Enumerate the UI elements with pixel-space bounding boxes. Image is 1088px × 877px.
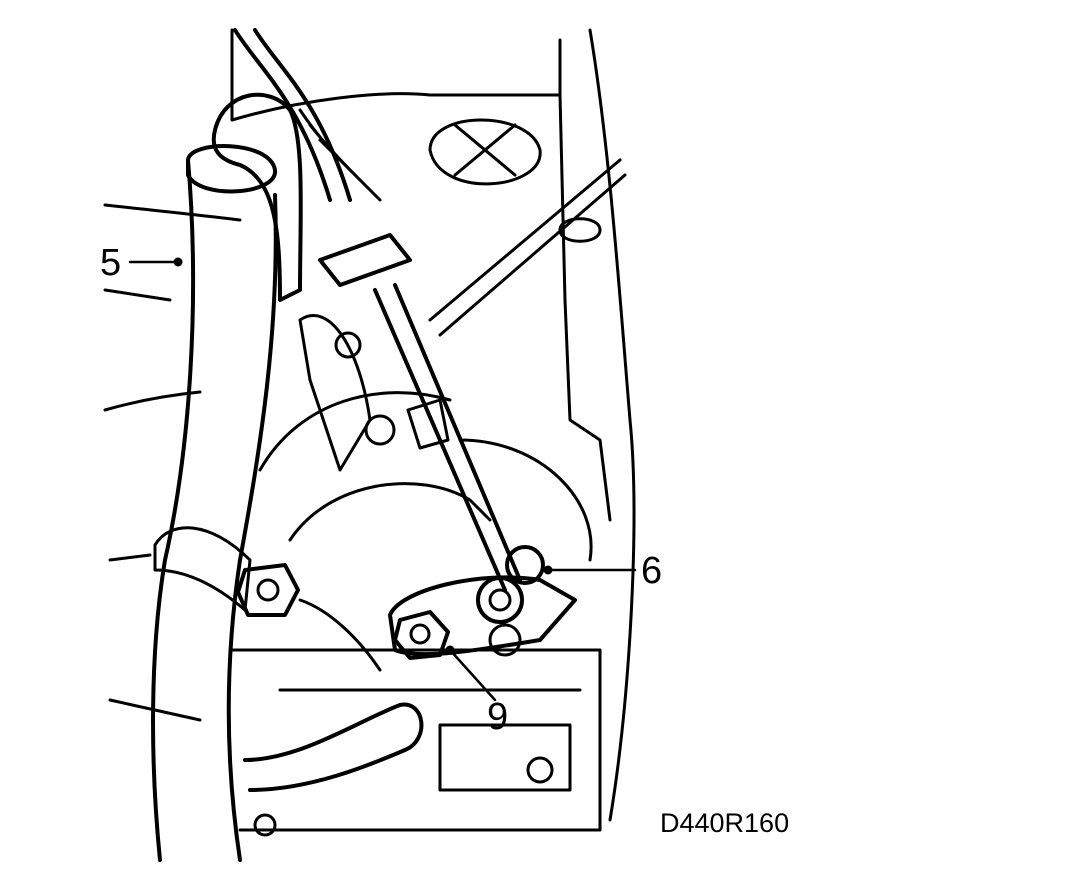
leader-5-dot <box>173 257 183 267</box>
lower-pipe <box>243 702 424 792</box>
plate-hole-lower <box>364 414 396 446</box>
sector-outer-arc <box>258 391 593 562</box>
left-nut <box>236 563 300 617</box>
callout-9: 9 <box>487 696 509 738</box>
cable-upper <box>233 28 352 202</box>
callout-6: 6 <box>641 550 663 592</box>
engine-block-outline <box>230 28 562 122</box>
hose-top-cuff <box>186 144 277 194</box>
lever-nut <box>393 610 450 660</box>
left-background-lines <box>103 203 242 722</box>
left-nut-center <box>256 578 280 602</box>
leader-9-dot <box>445 645 455 655</box>
lower-housing <box>228 648 602 832</box>
lower-housing-inner <box>278 688 582 792</box>
bracket-upper <box>211 92 303 302</box>
leader-6-dot <box>543 565 553 575</box>
diagonal-rod-background <box>428 158 627 337</box>
upper-plug-cross <box>453 123 517 177</box>
sector-plate <box>288 482 492 672</box>
plate-hole <box>334 331 362 359</box>
bottom-bolt <box>253 813 277 837</box>
cable-housing <box>318 233 412 287</box>
lever-nut-center <box>409 623 431 645</box>
hose-left-edge <box>151 158 196 862</box>
housing-mid-edge <box>558 93 612 522</box>
shaft-end <box>488 623 522 657</box>
housing-right-edge <box>588 28 636 822</box>
upper-pivot <box>505 545 545 585</box>
small-boss <box>558 217 602 243</box>
ball-joint-inner <box>488 588 512 612</box>
ball-joint <box>476 576 524 624</box>
guide-channel <box>153 526 252 612</box>
callout-5: 5 <box>100 242 122 284</box>
lower-bolt <box>526 756 554 784</box>
leader-9 <box>448 648 497 702</box>
figure-code: D440R160 <box>660 808 790 838</box>
rod-sleeve <box>406 398 450 450</box>
hose-right-edge <box>226 193 278 862</box>
selector-lever <box>388 575 577 657</box>
link-rod <box>373 283 522 592</box>
